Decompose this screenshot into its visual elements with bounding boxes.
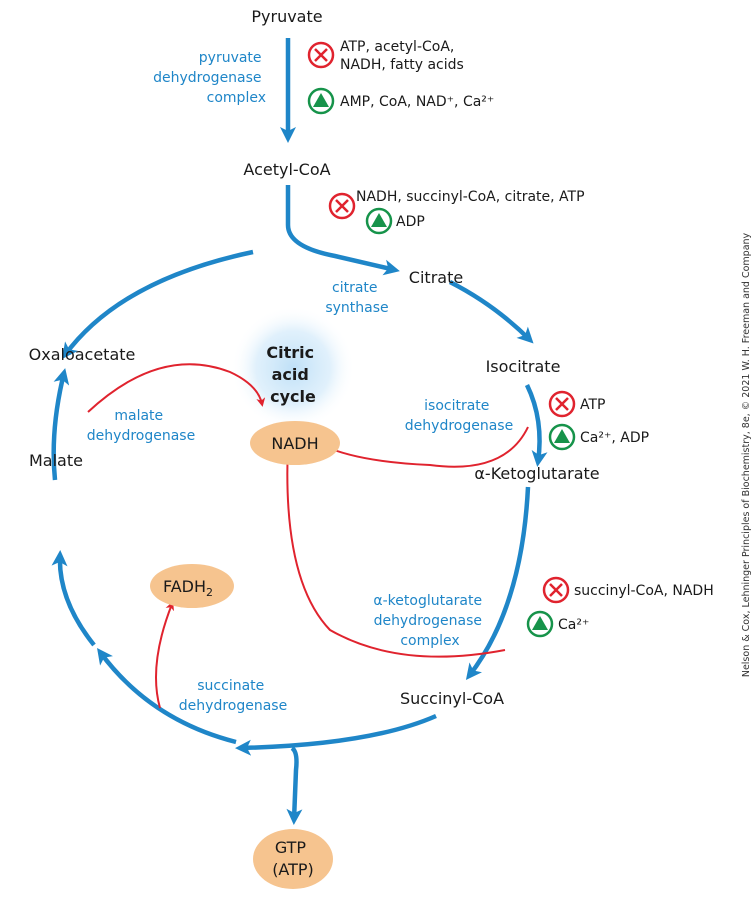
akg-activators-text: Ca²⁺ — [558, 617, 589, 633]
succinylcoa-to-succinate-arrow — [235, 713, 437, 756]
citrate-label: Citrate — [409, 268, 463, 287]
malate-dh-nadh-arrow — [87, 363, 266, 413]
pdh-activator-icon — [307, 87, 335, 115]
pyruvate-label: Pyruvate — [251, 7, 322, 26]
malate-to-oxaloacetate-arrow — [51, 368, 70, 481]
idh-inhibitor-icon — [548, 390, 576, 418]
pdh-inhibitors-text: ATP, acetyl-CoA, NADH, fatty acids — [340, 39, 464, 73]
citrate-synthase-label: citrate synthase — [325, 280, 388, 316]
pdh-activators-text: AMP, CoA, NAD⁺, Ca²⁺ — [340, 94, 494, 110]
akg-inhibitors-text: succinyl-CoA, NADH — [574, 583, 714, 599]
gtp-oval — [253, 829, 333, 889]
cs-activators-text: ADP — [396, 214, 425, 230]
fadh2-oval — [150, 564, 234, 608]
akg-to-succinylcoa-arrow — [465, 486, 531, 680]
cycle-label: Citric acid cycle — [266, 343, 319, 406]
oxaloacetate-to-citrate-arc — [62, 249, 254, 360]
pdh-enzyme-label: pyruvate dehydrogenase complex — [153, 50, 266, 106]
succinyl-coa-label: Succinyl-CoA — [400, 689, 504, 708]
idh-inhibitors-text: ATP — [580, 397, 605, 413]
cs-inhibitors-text: NADH, succinyl-CoA, citrate, ATP — [356, 189, 585, 205]
akg-inhibitor-icon — [542, 576, 570, 604]
gtp-label: GTP (ATP) — [272, 838, 314, 879]
publisher-credit: Nelson & Cox, Lehninger Principles of Bi… — [741, 232, 752, 677]
idh-activator-icon — [548, 423, 576, 451]
malate-label: Malate — [29, 451, 83, 470]
citrate-to-isocitrate-arrow — [448, 279, 534, 344]
pdh-inhibitor-icon — [307, 41, 335, 69]
oxaloacetate-label: Oxaloacetate — [29, 345, 136, 364]
gtp-output-arrow — [286, 746, 303, 825]
acetylcoa-entry-arrow — [285, 185, 400, 276]
fumarate-to-malate-arrow — [51, 550, 96, 647]
nadh-oval — [250, 421, 340, 465]
akg-activator-icon — [526, 610, 554, 638]
akg-dh-nadh-arrow — [283, 442, 506, 658]
cs-activator-icon — [365, 207, 393, 235]
fadh2-label: FADH2 — [163, 577, 213, 599]
isocitrate-dh-nadh-arrow — [321, 426, 529, 468]
nadh-label: NADH — [271, 434, 318, 453]
succinate-dh-label: succinate dehydrogenase — [179, 678, 287, 714]
succinate-to-fumarate-arrow — [97, 647, 237, 745]
alpha-ketoglutarate-label: α-Ketoglutarate — [474, 464, 599, 483]
akg-dh-label: α-ketoglutarate dehydrogenase complex — [373, 593, 486, 649]
cs-inhibitor-icon — [328, 192, 356, 220]
isocitrate-dh-label: isocitrate dehydrogenase — [405, 398, 513, 434]
isocitrate-to-akg-arrow — [524, 384, 548, 467]
malate-dh-label: malate dehydrogenase — [87, 408, 195, 444]
isocitrate-label: Isocitrate — [486, 357, 561, 376]
succinate-dh-fadh2-arrow — [155, 601, 174, 709]
acetyl-coa-label: Acetyl-CoA — [243, 160, 330, 179]
idh-activators-text: Ca²⁺, ADP — [580, 430, 649, 446]
